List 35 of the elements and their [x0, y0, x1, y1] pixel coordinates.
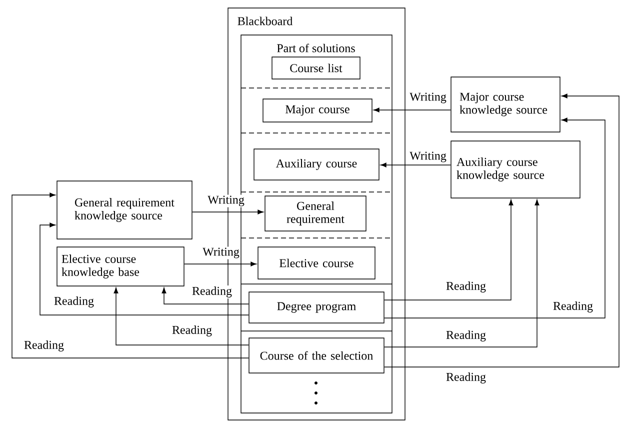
knowledge-base-box: Elective course knowledge base: [56, 246, 184, 286]
data-box: Course list: [272, 56, 360, 80]
data-box: Degree program: [248, 292, 384, 324]
edge-label: Reading: [191, 286, 233, 298]
edge-label: Reading: [445, 330, 487, 342]
arrow: [374, 108, 452, 112]
edge-label: Reading: [53, 296, 95, 308]
edge-label: Writing: [202, 246, 240, 260]
arrow: [114, 288, 249, 346]
knowledge-source-box: Major course knowledge source: [450, 76, 560, 132]
data-box: Elective course: [258, 246, 376, 280]
arrow: [162, 288, 249, 304]
arrow: [192, 210, 264, 214]
data-box: Major course: [262, 98, 372, 122]
edge-label: Reading: [552, 300, 594, 314]
knowledge-source-box: Auxiliary course knowledge source: [450, 140, 580, 198]
edge-label: Reading: [171, 324, 213, 338]
arrow: [384, 118, 606, 318]
edge-label: Writing: [408, 150, 448, 164]
data-box: Auxiliary course: [254, 148, 380, 180]
arrow: [384, 94, 620, 368]
arrow: [184, 262, 256, 266]
arrow: [384, 200, 540, 348]
data-box: General requirement: [264, 196, 366, 232]
arrow: [384, 200, 514, 300]
edge-label: Writing: [408, 92, 448, 104]
edge-label: Writing: [206, 194, 246, 208]
arrow: [40, 222, 249, 316]
data-box: Course of the selection: [248, 338, 384, 374]
knowledge-source-box: General requirement knowledge source: [56, 180, 192, 240]
arrow: [12, 192, 249, 358]
edge-label: Reading: [445, 372, 487, 384]
arrow: [380, 162, 452, 168]
edge-label: Reading: [445, 280, 487, 294]
edge-label: Reading: [23, 340, 65, 352]
